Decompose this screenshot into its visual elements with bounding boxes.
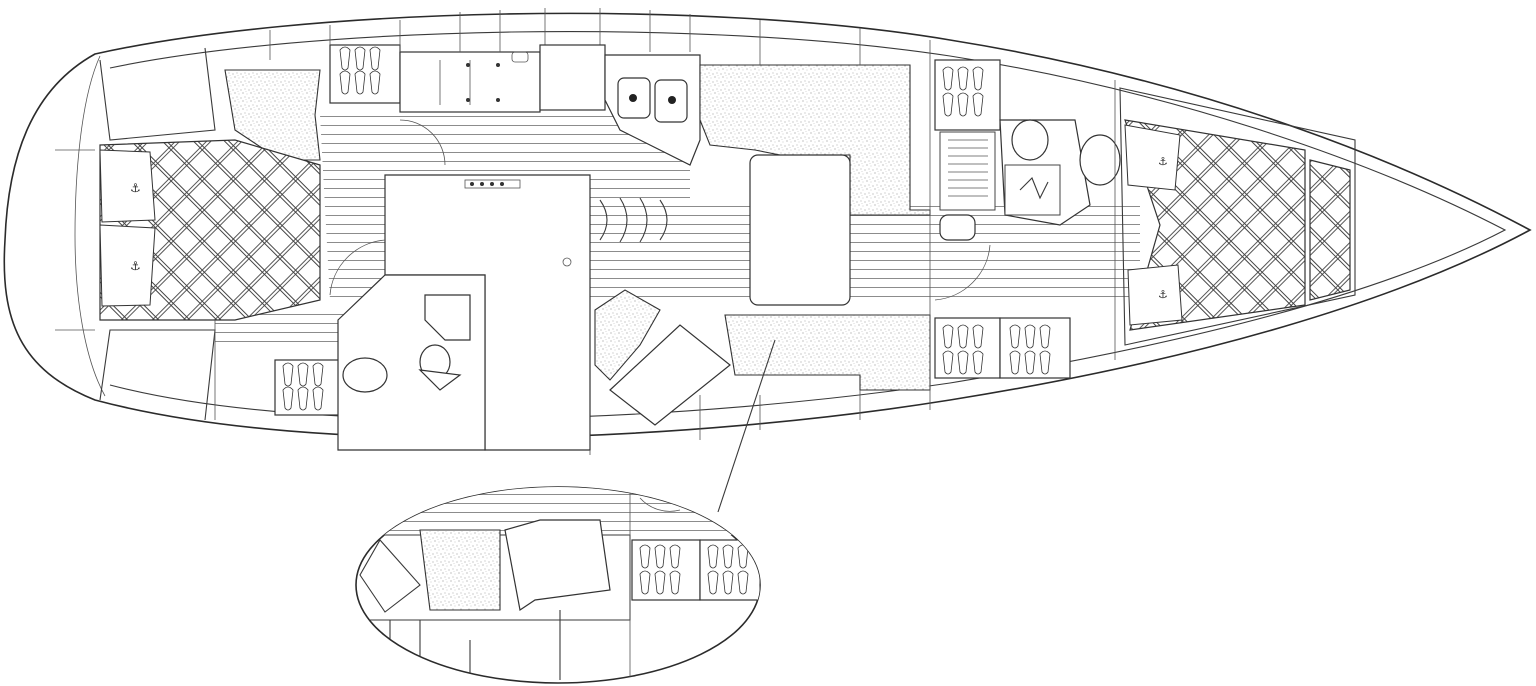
toilet-icon [418, 344, 462, 391]
inset-locker-shoes [639, 544, 749, 595]
locker-shoes-3 [942, 66, 984, 117]
svg-text:⚓: ⚓ [1158, 155, 1168, 168]
hull-inner-line [109, 30, 1507, 420]
svg-text:⚓: ⚓ [130, 181, 141, 195]
saloon-table [749, 154, 851, 306]
nav-seat [609, 324, 731, 426]
sink-icon [617, 77, 688, 123]
aft-cabin-cushion-upper [224, 69, 321, 161]
detail-inset [355, 486, 761, 684]
locker-shoes-2 [282, 362, 324, 411]
svg-text:⚓: ⚓ [1158, 288, 1168, 301]
svg-text:⚓: ⚓ [130, 259, 141, 273]
locker-shoes-4 [942, 324, 1051, 375]
stove-icon [539, 44, 606, 111]
anchor-icon: ⚓ ⚓ [1158, 155, 1168, 301]
aft-berth-mattress [99, 139, 321, 321]
anchor-icon: ⚓ ⚓ [130, 181, 141, 273]
detail-leader-line [717, 339, 776, 513]
sink-icon [342, 357, 388, 393]
locker-shoes-1 [339, 46, 381, 95]
steps [599, 197, 668, 243]
sink-icon [1079, 134, 1121, 186]
toilet-icon [1004, 119, 1061, 216]
shower-grate-icon [939, 131, 996, 211]
